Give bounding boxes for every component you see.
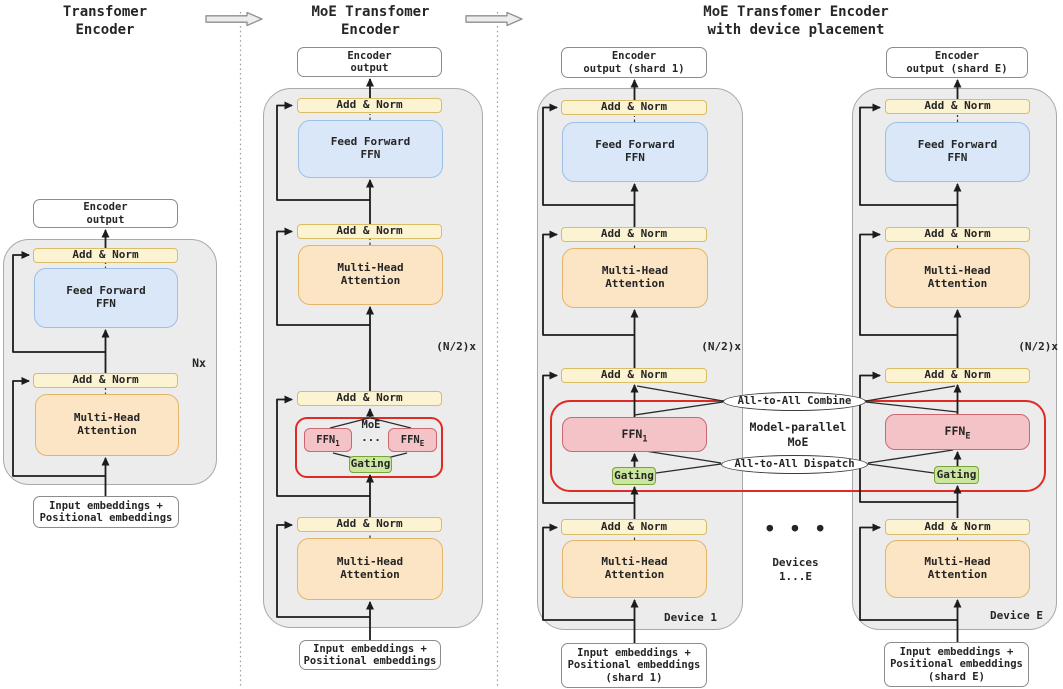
multi-head-attention-box: Multi-Head Attention [885,540,1030,598]
feed-forward-ffn-box: Feed Forward FFN [562,122,708,182]
multi-head-attention-box: Multi-Head Attention [35,394,179,456]
title-transformer-encoder: Transfomer Encoder [62,4,148,38]
add-norm-box: Add & Norm [885,368,1030,383]
transition-arrow-icon [465,11,523,27]
all-to-all-dispatch-ellipse: All-to-All Dispatch [721,455,868,474]
gating-box: Gating [934,466,979,484]
moe-label: MoE [361,419,381,431]
input-embeddings-shard1-box: Input embeddings + Positional embeddings… [561,643,707,688]
title-moe-device-placement: MoE Transfomer Encoder with device place… [703,4,889,38]
feed-forward-ffn-box: Feed Forward FFN [298,120,443,178]
title-moe-transformer-encoder: MoE Transfomer Encoder [311,4,430,38]
gating-box: Gating [612,467,656,485]
input-embeddings-box: Input embeddings + Positional embeddings [33,496,179,528]
ffn-expert-e-box: FFNE [885,414,1030,450]
feed-forward-ffn-box: Feed Forward FFN [34,268,178,328]
add-norm-box: Add & Norm [297,224,442,239]
encoder-output-shard1-box: Encoder output (shard 1) [561,47,707,78]
multi-head-attention-box: Multi-Head Attention [885,248,1030,308]
multi-head-attention-box: Multi-Head Attention [562,540,707,598]
add-norm-box: Add & Norm [297,98,442,113]
add-norm-box: Add & Norm [561,100,707,115]
add-norm-box: Add & Norm [885,227,1030,242]
add-norm-box: Add & Norm [33,373,178,388]
add-norm-box: Add & Norm [561,368,707,383]
transition-arrow-icon [205,11,263,27]
add-norm-box: Add & Norm [33,248,178,263]
ffn-expert-1-label: FFN1 [621,426,648,445]
multi-head-attention-box: Multi-Head Attention [562,248,708,308]
add-norm-box: Add & Norm [561,227,707,242]
n-half-x-label: (N/2)x [701,340,741,353]
device-1-label: Device 1 [664,611,717,624]
add-norm-box: Add & Norm [885,99,1030,114]
experts-ellipsis-label: ... [361,431,381,444]
add-norm-box: Add & Norm [561,519,707,535]
ffn-expert-e-box: FFNE [388,428,437,452]
ffn-expert-e-label: FFNE [400,433,425,448]
encoder-output-box: Encoder output [33,199,178,228]
flow-left-column [12,229,110,497]
flow-deviceE-column [859,79,962,642]
n-half-x-label: (N/2)x [436,340,476,353]
all-to-all-combine-ellipse: All-to-All Combine [723,392,866,411]
input-embeddings-shardE-box: Input embeddings + Positional embeddings… [884,642,1029,687]
feed-forward-ffn-box: Feed Forward FFN [885,122,1030,182]
add-norm-box: Add & Norm [297,391,442,406]
multi-head-attention-box: Multi-Head Attention [298,245,443,305]
input-embeddings-box: Input embeddings + Positional embeddings [299,640,441,670]
device-e-label: Device E [990,609,1043,622]
multi-head-attention-box: Multi-Head Attention [297,538,443,600]
ffn-expert-1-label: FFN1 [316,433,340,448]
encoder-output-box: Encoder output [297,47,442,77]
ffn-expert-e-label: FFNE [944,424,971,442]
gating-box: Gating [349,456,392,473]
flow-middle-column [276,78,412,641]
ffn-expert-1-box: FFN1 [304,428,352,452]
add-norm-box: Add & Norm [297,517,442,532]
ffn-expert-1-box: FFN1 [562,417,707,452]
n-half-x-label: (N/2)x [1018,340,1058,353]
nx-label: Nx [192,356,206,370]
devices-dots: ● ● ● [766,521,830,534]
flow-device1-column [542,79,724,643]
devices-range-label: Devices 1...E [772,556,819,584]
encoder-output-shardE-box: Encoder output (shard E) [886,47,1028,78]
model-parallel-moe-label: Model-parallel MoE [749,420,847,449]
add-norm-box: Add & Norm [885,519,1030,535]
